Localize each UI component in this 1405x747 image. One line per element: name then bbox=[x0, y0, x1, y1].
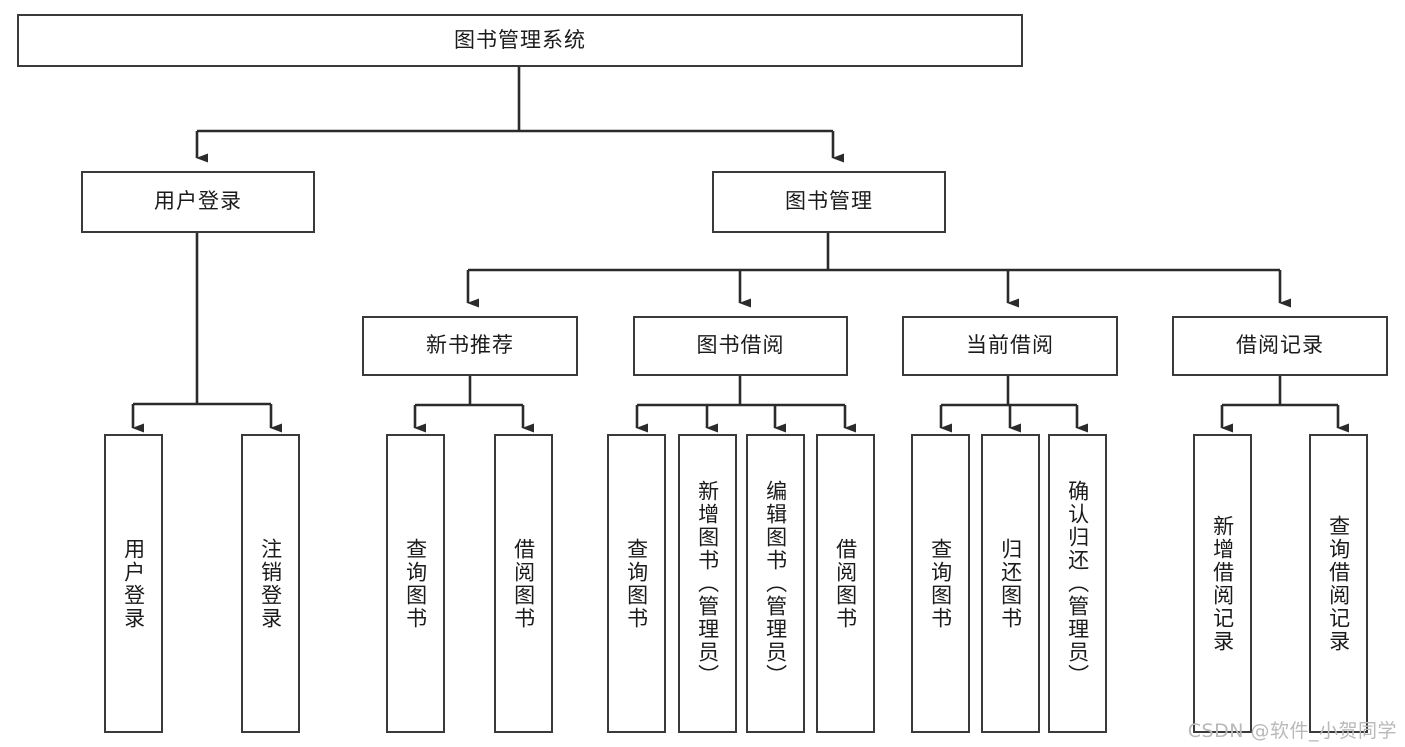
node-label: 查询图书 bbox=[403, 537, 428, 630]
leaf-current-borrow-query[interactable]: 查询图书 bbox=[911, 434, 970, 733]
node-label: 图书借阅 bbox=[696, 333, 785, 358]
node-book-management[interactable]: 图书管理 bbox=[712, 171, 946, 233]
node-label: 图书管理系统 bbox=[454, 27, 586, 52]
node-book-borrow[interactable]: 图书借阅 bbox=[633, 316, 848, 376]
leaf-book-borrow-edit[interactable]: 编辑图书（管理员） bbox=[746, 434, 805, 733]
node-label: 新增图书（管理员） bbox=[695, 480, 720, 687]
leaf-book-borrow-add[interactable]: 新增图书（管理员） bbox=[678, 434, 737, 733]
node-label: 用户登录 bbox=[121, 537, 146, 630]
node-label: 新增借阅记录 bbox=[1210, 514, 1235, 653]
leaf-current-borrow-confirm-return[interactable]: 确认归还（管理员） bbox=[1048, 434, 1107, 733]
node-label: 编辑图书（管理员） bbox=[763, 480, 788, 687]
leaf-borrow-record-query[interactable]: 查询借阅记录 bbox=[1309, 434, 1368, 733]
node-label: 新书推荐 bbox=[426, 333, 514, 358]
leaf-current-borrow-return[interactable]: 归还图书 bbox=[981, 434, 1040, 733]
node-new-book-recommend[interactable]: 新书推荐 bbox=[362, 316, 578, 376]
node-label: 归还图书 bbox=[998, 537, 1023, 630]
node-label: 借阅图书 bbox=[511, 537, 536, 630]
leaf-new-book-query[interactable]: 查询图书 bbox=[386, 434, 445, 733]
node-label: 借阅图书 bbox=[833, 537, 858, 630]
node-label: 查询图书 bbox=[624, 537, 649, 630]
node-root-book-management-system[interactable]: 图书管理系统 bbox=[17, 14, 1023, 67]
leaf-user-login-logout[interactable]: 注销登录 bbox=[241, 434, 300, 733]
node-label: 当前借阅 bbox=[966, 333, 1054, 358]
node-label: 用户登录 bbox=[154, 189, 242, 214]
node-user-login[interactable]: 用户登录 bbox=[81, 171, 315, 233]
leaf-book-borrow-borrow[interactable]: 借阅图书 bbox=[816, 434, 875, 733]
node-borrow-record[interactable]: 借阅记录 bbox=[1172, 316, 1388, 376]
node-label: 确认归还（管理员） bbox=[1065, 480, 1090, 687]
node-label: 注销登录 bbox=[258, 537, 283, 630]
leaf-new-book-borrow[interactable]: 借阅图书 bbox=[494, 434, 553, 733]
node-label: 查询图书 bbox=[928, 537, 953, 630]
leaf-user-login-login[interactable]: 用户登录 bbox=[104, 434, 163, 733]
leaf-borrow-record-add[interactable]: 新增借阅记录 bbox=[1193, 434, 1252, 733]
watermark: CSDN @软件_小贺同学 bbox=[1187, 720, 1397, 742]
node-label: 查询借阅记录 bbox=[1326, 514, 1351, 653]
leaf-book-borrow-query[interactable]: 查询图书 bbox=[607, 434, 666, 733]
node-label: 借阅记录 bbox=[1236, 333, 1324, 358]
node-label: 图书管理 bbox=[785, 189, 873, 214]
node-current-borrow[interactable]: 当前借阅 bbox=[902, 316, 1118, 376]
